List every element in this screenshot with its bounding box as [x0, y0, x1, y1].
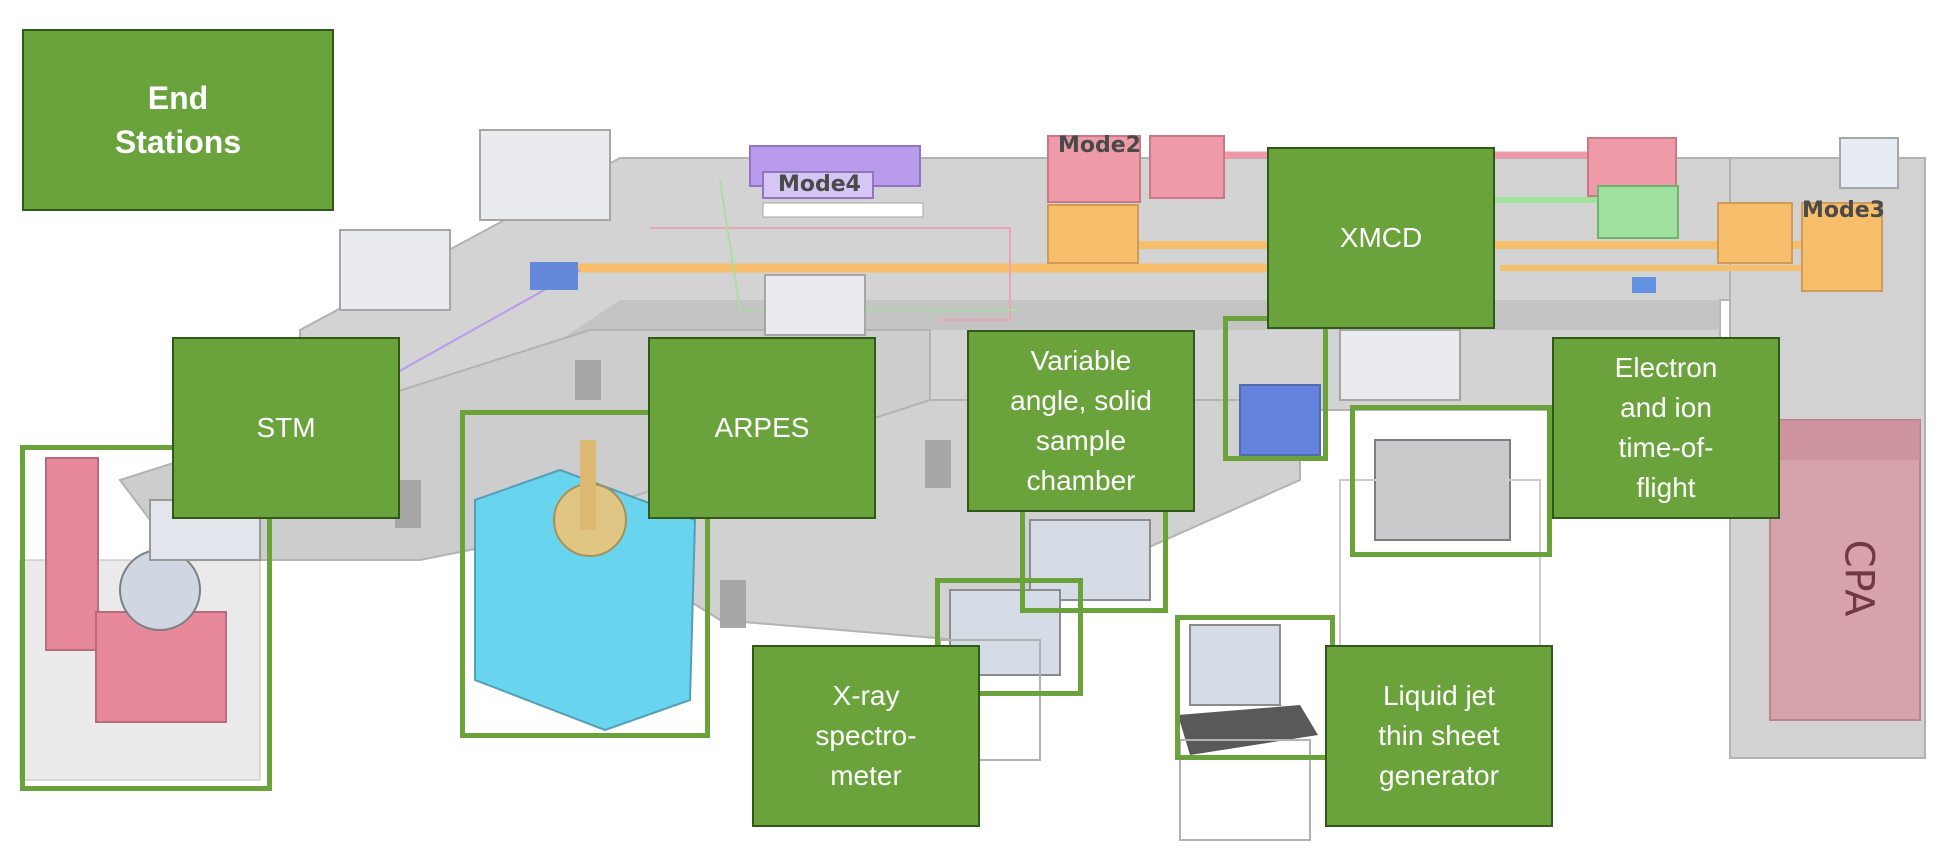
mode3-enclosure-orange — [1717, 202, 1793, 264]
xray-highlight-box — [935, 578, 1083, 696]
mode4-subbox — [762, 171, 874, 199]
variable-angle-chamber — [1029, 519, 1151, 601]
chamber-upper — [479, 129, 611, 221]
liquid-jet-highlight-box — [1175, 615, 1335, 760]
tof-device — [1374, 439, 1511, 541]
xray-spectrometer-device — [949, 589, 1061, 676]
mode2-tag: Mode2 — [1058, 133, 1141, 158]
arpes-cabinet — [474, 468, 697, 732]
chamber-upper-b — [339, 229, 451, 311]
mode2-orange-box — [1047, 204, 1139, 264]
cpa-laser-box — [1769, 419, 1921, 721]
mode3-enclosure-orange-b — [1801, 202, 1883, 292]
variable-angle-label: Variable angle, solid sample chamber — [967, 330, 1195, 512]
arpes-highlight-box — [460, 410, 710, 738]
mode2-enclosure — [1047, 135, 1141, 203]
end-stations-title: End Stations — [22, 29, 334, 211]
blue-flange — [530, 262, 578, 290]
xmcd-label: XMCD — [1267, 147, 1495, 329]
laser-path — [719, 179, 1020, 311]
mode4-tag: Mode4 — [778, 172, 861, 197]
liquid-jet-chamber — [1189, 624, 1281, 706]
arpes-manipulator — [580, 440, 596, 530]
chamber-right — [1339, 329, 1461, 401]
mode3-tag: Mode3 — [1802, 198, 1885, 223]
table-leg — [720, 580, 746, 628]
liquid-jet-label: Liquid jet thin sheet generator — [1325, 645, 1553, 827]
cpa-laser-lid — [1780, 420, 1920, 460]
table-leg — [575, 360, 601, 400]
liquid-jet-tabletop — [1178, 705, 1318, 755]
stm-rack — [45, 457, 99, 651]
stm-label: STM — [172, 337, 400, 519]
liquid-jet-stand — [1179, 739, 1311, 841]
mode3-top-box — [1839, 137, 1899, 189]
xmcd-device — [1239, 384, 1321, 456]
beam-splitter-blue — [1632, 277, 1656, 293]
stm-highlight-box — [20, 445, 272, 791]
arpes-label: ARPES — [648, 337, 876, 519]
laser-path — [650, 227, 1011, 321]
electron-ion-tof-label: Electron and ion time-of- flight — [1552, 337, 1780, 519]
chamber-mid — [764, 274, 866, 336]
mode4-tray — [762, 202, 924, 218]
cpa-label: CPA — [1835, 539, 1882, 617]
table-leg — [925, 440, 951, 488]
mode3-enclosure-green — [1597, 185, 1679, 239]
xmcd-highlight-box — [1223, 316, 1328, 461]
tof-highlight-box — [1350, 405, 1552, 557]
mode2-enclosure-b — [1149, 135, 1225, 199]
xray-spectrometer-label: X-ray spectro- meter — [752, 645, 980, 827]
